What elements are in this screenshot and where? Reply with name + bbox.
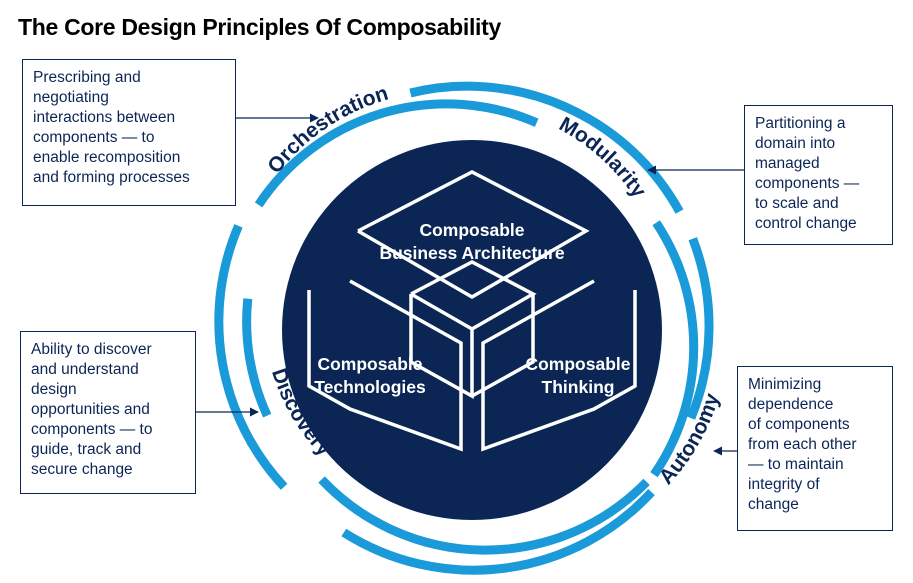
inner-ring-arc-top xyxy=(254,99,539,208)
inner-ring-arc-bottom xyxy=(318,476,650,555)
cube-left-bracket xyxy=(307,279,463,452)
callout-line: managed xyxy=(755,155,820,172)
callout-line: — to maintain xyxy=(748,456,844,473)
cube-right-bracket xyxy=(481,279,637,452)
callout-line: domain into xyxy=(755,135,836,152)
cube-left-face xyxy=(409,294,474,399)
callout-line: design xyxy=(31,381,77,398)
callout-line: dependence xyxy=(748,396,834,413)
callout-line: control change xyxy=(755,215,857,232)
callout-line: and forming processes xyxy=(33,169,190,186)
cube-outline xyxy=(307,170,637,452)
center-left-line1: Composable xyxy=(317,354,422,374)
callout-line: and understand xyxy=(31,361,139,378)
outer-ring-arc-left xyxy=(214,224,288,490)
callout-line: guide, track and xyxy=(31,441,142,458)
callout-line: Minimizing xyxy=(748,376,822,393)
callout-line: components — to xyxy=(33,129,155,146)
callout-line: components — to xyxy=(31,421,153,438)
callout-line: integrity of xyxy=(748,476,820,493)
outer-ring-arc-bottom xyxy=(341,489,655,575)
center-left-line2: Technologies xyxy=(314,377,426,397)
callout-line: of components xyxy=(748,416,850,433)
callout-line: secure change xyxy=(31,461,133,478)
inner-ring-arc-left xyxy=(242,298,272,418)
callout-line: from each other xyxy=(748,436,857,453)
page-title: The Core Design Principles Of Composabil… xyxy=(18,14,501,40)
center-top-line1: Composable xyxy=(419,220,524,240)
callout-line: Ability to discover xyxy=(31,341,152,358)
orchestration-callout: Prescribing and negotiating interactions… xyxy=(22,59,236,206)
callout-line: Prescribing and xyxy=(33,69,141,86)
orchestration-label: Orchestration xyxy=(263,82,391,178)
modularity-callout: Partitioning a domain into managed compo… xyxy=(744,105,893,245)
callout-line: components — xyxy=(755,175,860,192)
center-top-line2: Business Architecture xyxy=(379,243,564,263)
cube-top-chevron xyxy=(357,170,590,300)
autonomy-callout: Minimizing dependence of components from… xyxy=(737,366,893,531)
outer-ring xyxy=(214,81,714,575)
outer-ring-arc-top xyxy=(409,81,684,214)
callout-line: opportunities and xyxy=(31,401,150,418)
callout-line: interactions between xyxy=(33,109,176,126)
center-right-line1: Composable xyxy=(525,354,630,374)
callout-line: negotiating xyxy=(33,89,109,106)
callout-line: to scale and xyxy=(755,195,839,212)
inner-ring xyxy=(242,99,699,555)
callout-line: Partitioning a xyxy=(755,115,846,132)
discovery-callout: Ability to discover and understand desig… xyxy=(20,331,196,494)
center-right-line2: Thinking xyxy=(542,377,615,397)
inner-ring-arc-right xyxy=(650,220,699,478)
callout-line: enable recomposition xyxy=(33,149,181,166)
callout-line: change xyxy=(748,496,799,513)
outer-ring-arc-right xyxy=(686,237,714,420)
